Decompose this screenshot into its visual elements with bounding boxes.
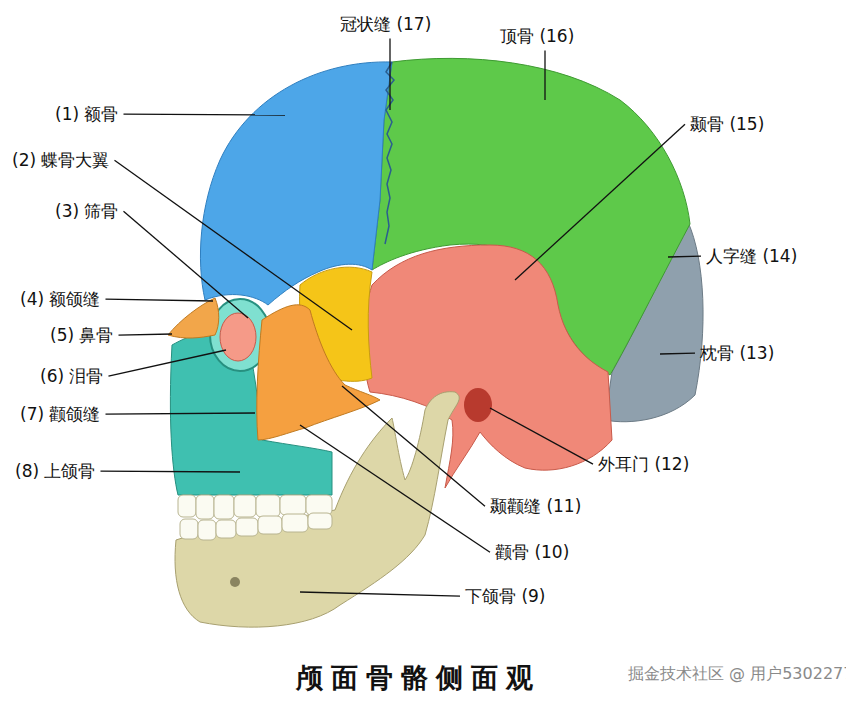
part-label: (5) 鼻骨 (50, 325, 113, 345)
leader-line (389, 38, 390, 110)
part-label: (1) 额骨 (55, 104, 118, 124)
leader-line (100, 471, 240, 473)
nasal-bone (168, 298, 219, 338)
watermark: 掘金技术社区 @ 用户53022779590 (628, 664, 846, 685)
part-label: (4) 额颌缝 (20, 289, 100, 309)
part-label: (2) 蝶骨大翼 (12, 150, 109, 170)
teeth (178, 495, 332, 540)
leader-line (300, 592, 460, 596)
external-acoustic-meatus (464, 388, 492, 422)
part-label: 下颌骨 (9) (465, 586, 545, 606)
leader-line (300, 425, 490, 552)
temporal-bone (363, 245, 612, 488)
part-label: (7) 颧颌缝 (20, 404, 100, 424)
part-label: 颞颧缝 (11) (490, 496, 581, 516)
diagram-title: 颅面骨骼侧面观 (296, 660, 541, 696)
leader-line (544, 50, 545, 100)
part-label: 颞骨 (15) (690, 114, 764, 134)
leader-line (668, 256, 701, 258)
part-label: 外耳门 (12) (598, 454, 689, 474)
leader-line (114, 160, 352, 330)
part-label: 冠状缝 (17) (340, 14, 431, 34)
leader-line (105, 413, 255, 414)
part-label: 颧骨 (10) (495, 542, 569, 562)
leader-line (660, 353, 695, 355)
leader-line (123, 211, 248, 318)
mental-foramen (230, 577, 240, 587)
leader-line (118, 334, 172, 335)
leader-line (108, 350, 226, 376)
part-label: 枕骨 (13) (700, 343, 774, 363)
part-label: 顶骨 (16) (500, 26, 574, 46)
leader-line (342, 386, 485, 506)
part-label: 人字缝 (14) (706, 246, 797, 266)
mandible-bone (175, 392, 459, 627)
part-label: (3) 筛骨 (55, 201, 118, 221)
leader-line (490, 408, 593, 464)
leader-line (515, 124, 685, 280)
part-label: (8) 上颌骨 (15, 461, 95, 481)
part-label: (6) 泪骨 (40, 366, 103, 386)
leader-line (105, 299, 213, 301)
leader-line (123, 114, 285, 116)
zygomatic-bone (257, 305, 380, 440)
lacrimal-ethmoid (220, 313, 256, 361)
